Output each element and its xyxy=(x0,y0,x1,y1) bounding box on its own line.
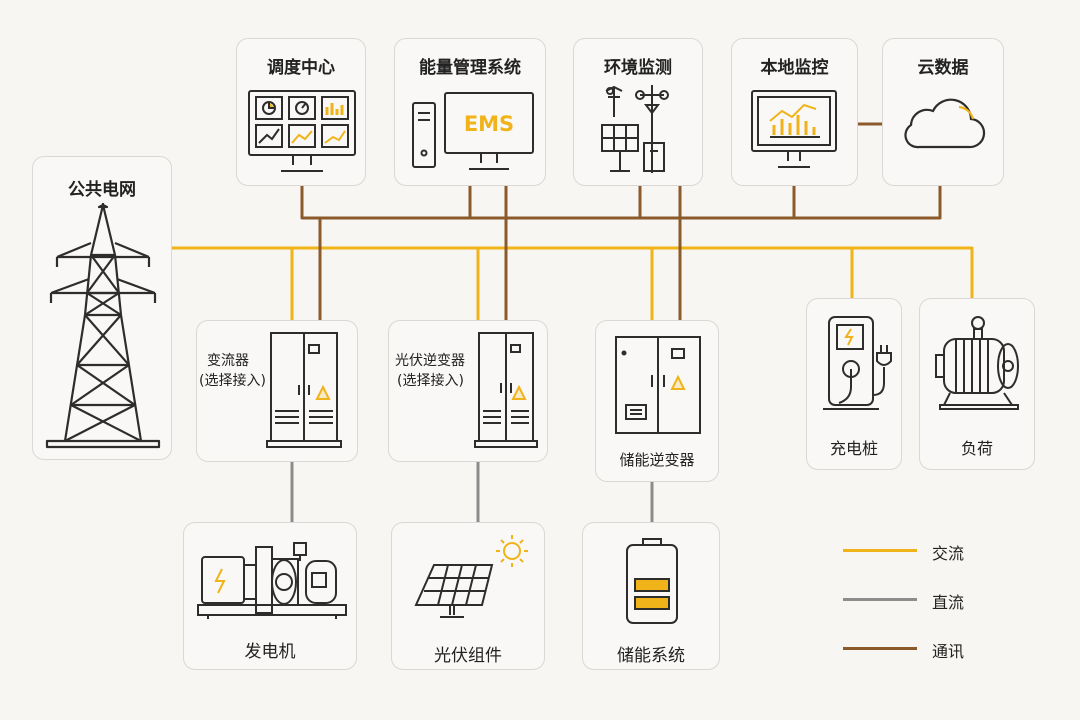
charger-label: 充电桩 xyxy=(829,439,878,458)
converter-label-line2: (选择接入) xyxy=(199,373,266,389)
legend-line-dc xyxy=(843,598,917,601)
ems-screen-text: EMS xyxy=(464,112,514,136)
pv-inverter-label-line1: 光伏逆变器 xyxy=(395,353,465,369)
legend-line-ac xyxy=(843,549,917,552)
env-monitor-card[interactable]: 环境监测 xyxy=(573,38,703,186)
storage-system-card[interactable]: 储能系统 xyxy=(582,522,720,670)
generator-label: 发电机 xyxy=(244,642,296,662)
storage-inverter-card[interactable]: 储能逆变器 xyxy=(595,320,719,482)
solar-panel-icon xyxy=(410,533,534,629)
comm-bus-line xyxy=(300,184,942,220)
monitor-chart-icon xyxy=(750,89,840,173)
dispatch-center-label: 调度中心 xyxy=(267,58,335,78)
dashboard-monitor-icon xyxy=(247,89,357,175)
local-monitor-card[interactable]: 本地监控 xyxy=(731,38,858,186)
converter-label-line1: 变流器 xyxy=(207,353,249,369)
legend-line-comm xyxy=(843,647,917,650)
pv-inverter-card[interactable]: 光伏逆变器 (选择接入) xyxy=(388,320,548,462)
generator-icon xyxy=(197,539,347,621)
ev-charger-icon xyxy=(821,315,893,415)
cloud-data-card[interactable]: 云数据 xyxy=(882,38,1004,186)
legend-label-ac: 交流 xyxy=(932,544,965,563)
public-grid-card[interactable]: 公共电网 xyxy=(32,156,172,460)
pv-module-card[interactable]: 光伏组件 xyxy=(391,522,545,670)
ems-card[interactable]: 能量管理系统 EMS xyxy=(394,38,546,186)
converter-card[interactable]: 变流器 (选择接入) xyxy=(196,320,358,462)
converter-cabinet-icon xyxy=(265,331,343,451)
storage-inverter-label: 储能逆变器 xyxy=(619,451,695,469)
storage-inverter-cabinet-icon xyxy=(612,335,704,437)
inverter-cabinet-icon xyxy=(474,331,538,451)
legend-label-dc: 直流 xyxy=(932,593,965,612)
weather-station-icon xyxy=(596,83,682,175)
public-grid-label: 公共电网 xyxy=(68,180,136,200)
storage-system-label: 储能系统 xyxy=(617,646,685,666)
ac-bus-line xyxy=(170,246,974,300)
load-label: 负荷 xyxy=(960,439,993,458)
ems-label: 能量管理系统 xyxy=(419,58,521,78)
cloud-icon xyxy=(901,93,987,151)
motor-load-icon xyxy=(934,315,1022,415)
battery-icon xyxy=(623,537,681,627)
load-card[interactable]: 负荷 xyxy=(919,298,1035,470)
transmission-tower-icon xyxy=(45,203,161,449)
dispatch-center-card[interactable]: 调度中心 xyxy=(236,38,366,186)
pv-module-label: 光伏组件 xyxy=(434,646,502,666)
ems-computer-icon: EMS xyxy=(411,92,535,175)
generator-card[interactable]: 发电机 xyxy=(183,522,357,670)
legend-label-comm: 通讯 xyxy=(932,642,965,661)
charger-card[interactable]: 充电桩 xyxy=(806,298,902,470)
pv-inverter-label-line2: (选择接入) xyxy=(397,373,464,389)
local-monitor-label: 本地监控 xyxy=(760,58,829,78)
env-monitor-label: 环境监测 xyxy=(604,58,672,78)
cloud-data-label: 云数据 xyxy=(917,58,969,78)
